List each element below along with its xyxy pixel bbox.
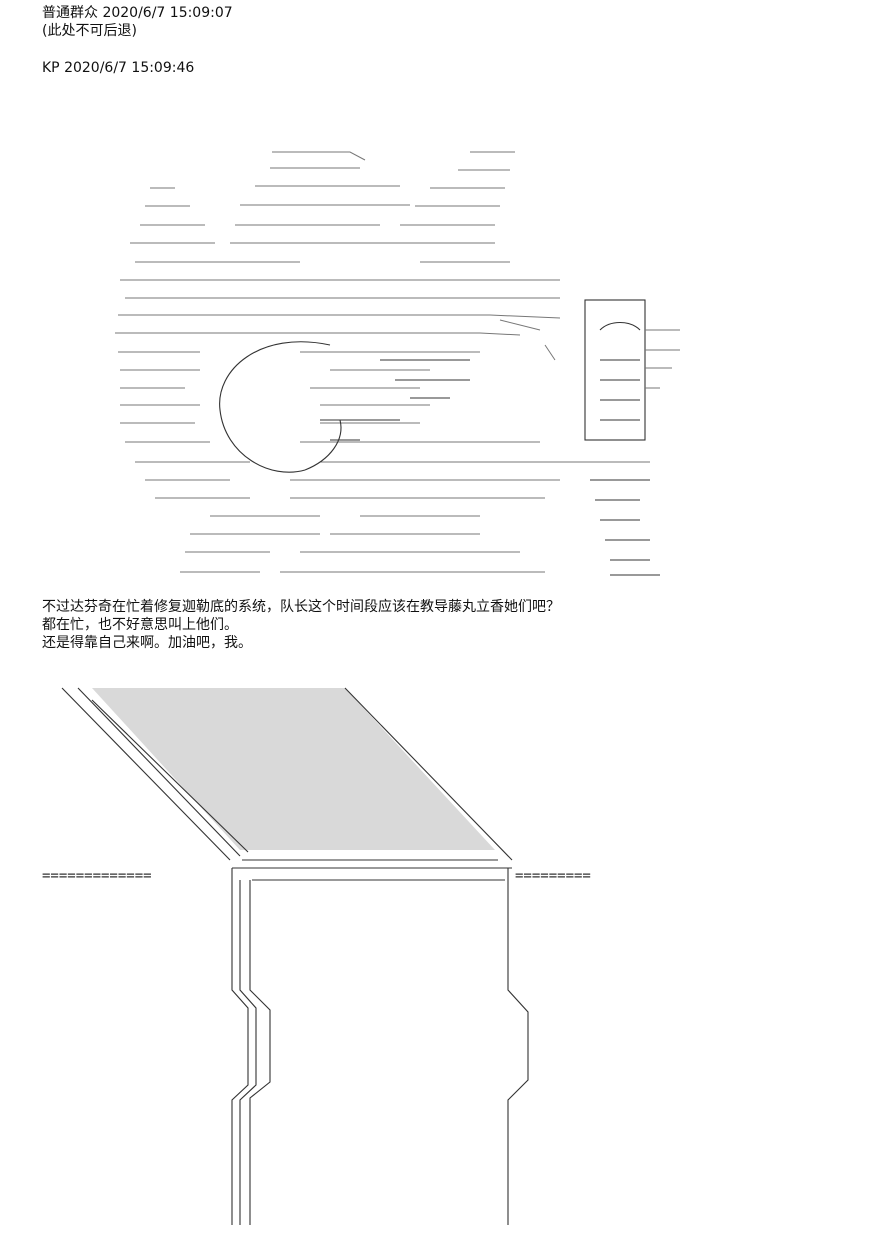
post-1-header: 普通群众 2020/6/7 15:09:07 <box>42 4 233 22</box>
post-1-body: (此处不可后退) <box>42 23 137 39</box>
narration-line-1: 不过达芬奇在忙着修复迦勒底的系统，队长这个时间段应该在教导藤丸立香她们吧？ <box>42 599 560 615</box>
post-2-author: KP <box>42 60 60 76</box>
ascii-art-character <box>115 151 680 576</box>
table-edge-right: ========= <box>515 868 591 884</box>
post-1-timestamp: 2020/6/7 15:09:07 <box>102 5 233 21</box>
narration-line-3: 还是得靠自己来啊。加油吧，我。 <box>42 635 252 651</box>
post-2-timestamp: 2020/6/7 15:09:46 <box>64 60 195 76</box>
post-2-header: KP 2020/6/7 15:09:46 <box>42 59 194 77</box>
post-1-author: 普通群众 <box>42 5 98 21</box>
narration-line-2: 都在忙，也不好意思叫上他们。 <box>42 617 238 633</box>
table-edge-left: ============= <box>42 868 152 884</box>
